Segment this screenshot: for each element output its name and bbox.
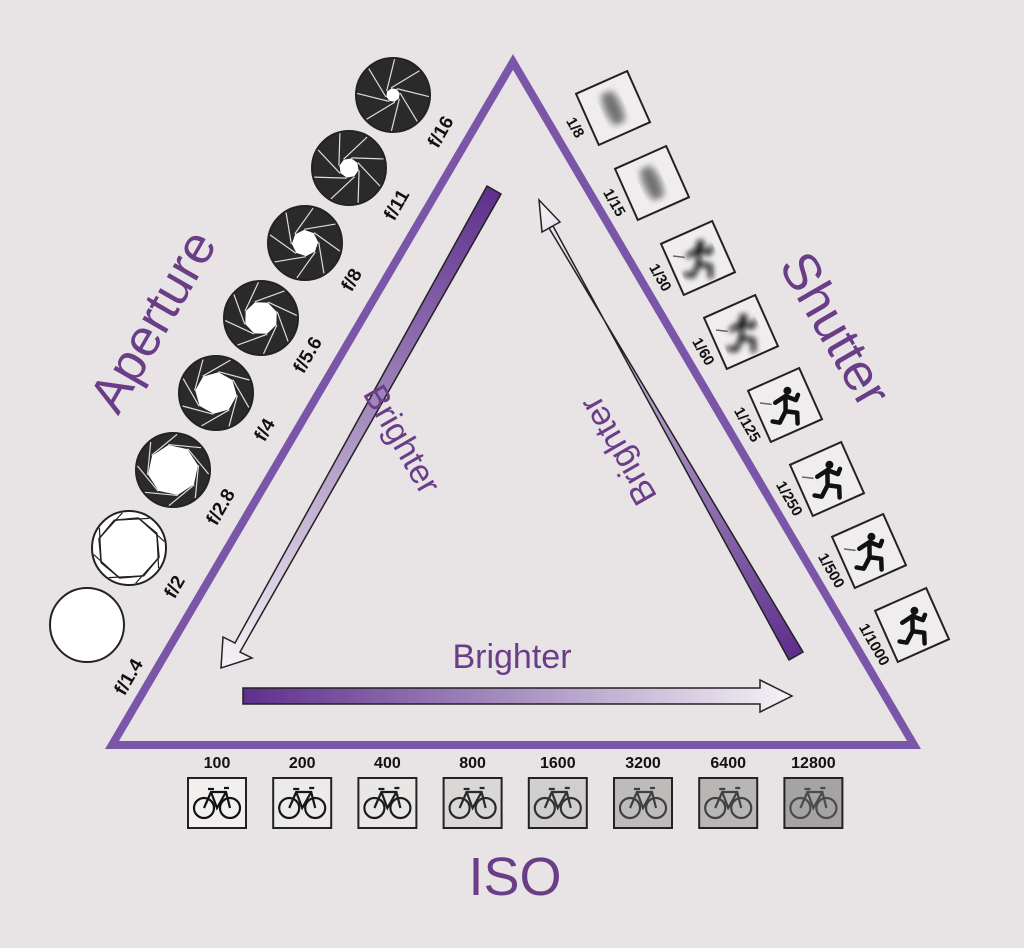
iso-label: 100 [204,755,231,772]
aperture-label: f/8 [338,265,367,295]
iso-label: 6400 [710,755,746,772]
brighter-arrow-iso [242,678,794,714]
iso-label: 200 [289,755,316,772]
iso-sample [613,777,673,829]
iso-label: 800 [459,755,486,772]
iso-label: 400 [374,755,401,772]
iso-label: 1600 [540,755,576,772]
aperture-icon [267,205,343,281]
shutter-label: 1/8 [562,114,587,141]
brighter-label-bottom: Brighter [452,638,571,676]
shutter-sample [873,586,951,664]
brighter-arrow-shutter [538,197,805,662]
brighter-arrow-aperture [220,184,503,670]
iso-sample [272,777,333,829]
iso-sample [527,777,588,829]
aperture-icon [355,57,431,133]
exposure-triangle [105,54,921,749]
iso-label: 3200 [625,755,661,772]
aperture-icon [135,432,211,508]
aperture-label: f/4 [251,415,280,445]
aperture-label: f/16 [424,113,459,152]
shutter-sample [613,144,691,222]
aperture-label: f/2.8 [203,486,240,529]
iso-title: ISO [468,847,561,907]
brighter-label-left: Brighter [355,378,447,500]
iso-label: 12800 [791,755,836,772]
iso-sample [187,777,247,829]
shutter-sample [746,366,824,444]
aperture-label: f/2 [161,572,190,602]
iso-sample [783,777,844,829]
aperture-icon [178,355,254,431]
aperture-label: f/11 [380,186,414,224]
iso-scale: 100 200 400 800 1600 3200 6400 12800 [187,755,844,829]
shutter-sample [659,219,737,297]
aperture-scale: f/1.4f/2f/2.8f/4f/5.6f/8f/11f/16 [49,57,459,699]
shutter-sample [702,293,780,371]
brighter-label-right: Brighter [572,389,664,511]
aperture-label: f/5.6 [290,334,327,377]
shutter-sample [574,69,652,147]
iso-sample [357,777,418,829]
shutter-sample [788,440,866,518]
aperture-icon [223,280,299,356]
iso-sample [698,777,759,829]
aperture-icon [49,587,125,663]
aperture-icon [91,510,167,586]
shutter-sample [830,512,908,590]
aperture-icon [311,130,387,206]
iso-sample [442,777,503,829]
